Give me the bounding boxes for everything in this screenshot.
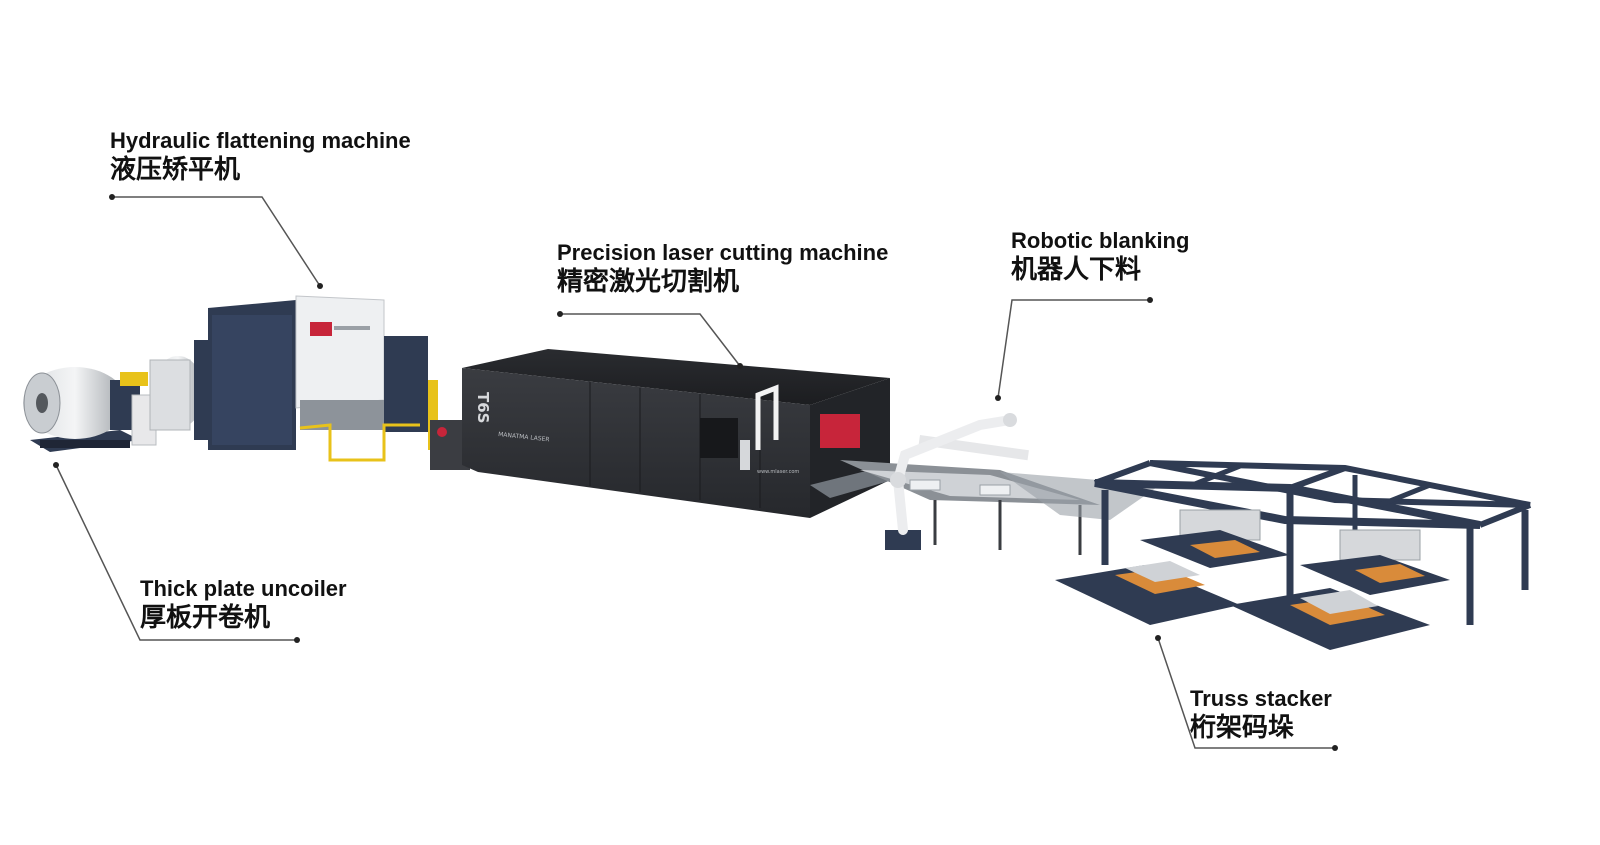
leader-dot-robot-end: [995, 395, 1001, 401]
label-thick-plate-uncoiler: Thick plate uncoiler 厚板开卷机: [140, 576, 347, 634]
label-laser-cutting-machine: Precision laser cutting machine 精密激光切割机: [557, 240, 888, 298]
leader-dot-robot-start: [1147, 297, 1153, 303]
leader-dot-uncoiler-end: [294, 637, 300, 643]
label-uncoiler-en: Thick plate uncoiler: [140, 576, 347, 601]
leader-stacker: [1157, 637, 1335, 749]
label-flattening-machine: Hydraulic flattening machine 液压矫平机: [110, 128, 411, 186]
label-flattening-en: Hydraulic flattening machine: [110, 128, 411, 153]
label-uncoiler-zh: 厚板开卷机: [140, 602, 271, 633]
leader-dot-uncoiler-start: [53, 462, 59, 468]
label-stacker-en: Truss stacker: [1190, 686, 1332, 711]
label-flattening-zh: 液压矫平机: [110, 154, 241, 185]
label-laser-zh: 精密激光切割机: [557, 266, 740, 297]
label-stacker-zh: 桁架码垛: [1190, 712, 1295, 743]
leader-dot-laser-start: [557, 311, 563, 317]
leader-dot-stacker-start: [1155, 635, 1161, 641]
label-robotic-blanking: Robotic blanking 机器人下料: [1011, 228, 1189, 286]
leader-robot: [997, 299, 1150, 399]
flattening-machine: [149, 295, 470, 470]
uncoiler-machine: [23, 367, 157, 452]
leader-dot-flattening-end: [317, 283, 323, 289]
leader-dot-flattening-start: [109, 194, 115, 200]
robotic-blanking-cell: [840, 413, 1160, 555]
leader-lines: [53, 194, 1338, 751]
label-robot-zh: 机器人下料: [1011, 254, 1142, 285]
leader-uncoiler: [55, 464, 297, 641]
label-robot-en: Robotic blanking: [1011, 228, 1190, 253]
leader-flattening: [112, 196, 321, 287]
laser-model-text: T6S: [474, 392, 492, 423]
leader-laser: [560, 313, 741, 367]
label-laser-en: Precision laser cutting machine: [557, 240, 889, 265]
truss-stacker: [1055, 460, 1532, 650]
laser-website-text: www.mlaser.com: [757, 469, 799, 475]
leader-dot-stacker-end: [1332, 745, 1338, 751]
laser-cutting-machine: T6S MANATMA LASER www.mlaser.com: [462, 349, 910, 518]
leader-dot-laser-end: [737, 363, 743, 369]
label-truss-stacker: Truss stacker 桁架码垛: [1190, 686, 1332, 744]
